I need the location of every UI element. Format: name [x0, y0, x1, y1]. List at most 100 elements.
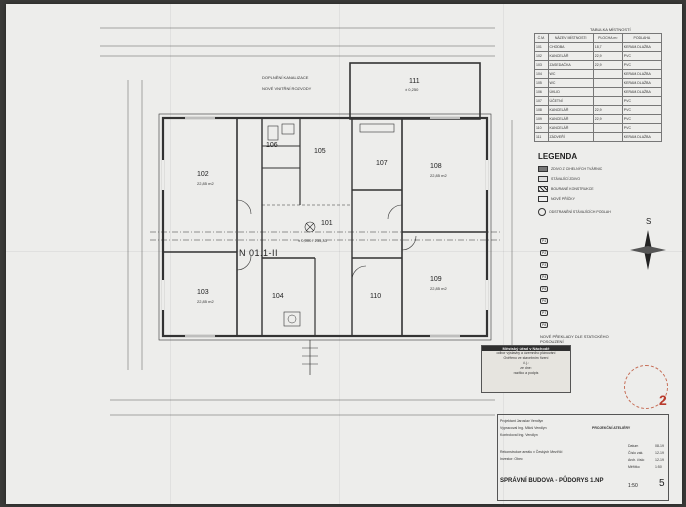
tb-field-value: 1:50 — [655, 465, 662, 469]
table-cell: ÚČETNÍ — [547, 96, 594, 106]
table-cell: PVC — [621, 60, 663, 70]
lintel-row: P6 — [540, 298, 549, 304]
fold-line — [6, 251, 682, 252]
cross-circle-icon — [538, 208, 546, 216]
table-cell: KERAM.DLAŽBA — [621, 132, 663, 142]
table-cell: 104 — [534, 69, 549, 79]
lintel-row: P4 — [540, 274, 549, 280]
drawing-scale: 1:50 — [628, 483, 638, 489]
room-number: 108 — [430, 163, 442, 170]
stamp-line: odbor výstavby a územního plánování — [496, 351, 556, 355]
room-area: 22,85 m2 — [197, 299, 214, 304]
title-block — [497, 414, 669, 501]
red-number: 2 — [659, 392, 667, 408]
tb-firm: PROJEKČNÍ ATELIÉRY — [592, 426, 631, 430]
legend-label: ODSTRANĚNÍ STÁVAJÍCÍCH PODLAH — [549, 210, 611, 214]
table-cell: 111 — [534, 132, 549, 142]
table-cell: PVC — [621, 123, 663, 133]
table-cell: KERAM.DLAŽBA — [621, 42, 663, 52]
lintel-row: P5 — [540, 286, 549, 292]
table-cell: WC — [547, 78, 594, 88]
tb-field-value: 08-19 — [655, 444, 664, 448]
table-cell: KERAM.DLAŽBA — [621, 69, 663, 79]
legend-item: BOURANÉ KONSTRUKCE — [538, 186, 594, 192]
table-cell: KANCELÁŘ — [547, 105, 594, 115]
room-area: ± 0,000 / 235,33 — [298, 238, 327, 243]
table-cell: 103 — [534, 60, 549, 70]
room-number: 101 — [321, 220, 333, 227]
table-cell: 108 — [534, 105, 549, 115]
room-number: 111 — [409, 78, 420, 85]
table-cell: WC — [547, 69, 594, 79]
room-area: 22,85 m2 — [197, 181, 214, 186]
table-cell: 102 — [534, 51, 549, 61]
table-cell: KANCELÁŘ — [547, 51, 594, 61]
legend-label: ZDIVO Z CIHELNÝCH TVÁRNIC — [551, 167, 603, 171]
table-cell — [592, 123, 623, 133]
table-cell: 22,9 — [592, 114, 623, 124]
fold-line — [170, 4, 171, 504]
table-cell: PVC — [621, 114, 663, 124]
stamp-line: razítko a podpis — [513, 371, 539, 375]
room-number: 106 — [266, 142, 278, 149]
table-cell: 109 — [534, 114, 549, 124]
tb-field-label: Měřítko — [628, 465, 640, 469]
tb-field-label: Číslo zak. — [628, 451, 644, 455]
swatch-icon — [538, 186, 548, 192]
lintel-tag: P3 — [540, 262, 549, 268]
table-cell: KANCELÁŘ — [547, 123, 594, 133]
table-cell: 22,9 — [592, 105, 623, 115]
legend-label: NOVÉ PŘÍČKY — [551, 197, 575, 201]
table-cell — [592, 87, 623, 97]
lintel-row: P1 — [540, 238, 549, 244]
drawing-title: SPRÁVNÍ BUDOVA - PŮDORYS 1.NP — [500, 478, 604, 484]
table-header: PLOCHA m² — [592, 33, 623, 43]
room-area: 22,85 m2 — [430, 173, 447, 178]
lintel-tag: P4 — [540, 274, 549, 280]
table-cell — [592, 78, 623, 88]
table-cell: PVC — [621, 96, 663, 106]
legend-item: NOVÉ PŘÍČKY — [538, 196, 575, 202]
table-cell: ZASEDAČKA — [547, 60, 594, 70]
stamp-line: č.j.: — [523, 361, 529, 365]
fold-line — [339, 4, 340, 504]
room-number: 104 — [272, 293, 284, 300]
swatch-icon — [538, 196, 548, 202]
table-header: Č.M. — [534, 33, 549, 43]
swatch-icon — [538, 166, 548, 172]
legend-item: ZDIVO Z CIHELNÝCH TVÁRNIC — [538, 166, 602, 172]
table-header: PODLAHA — [621, 33, 663, 43]
plan-note: NOVÉ VNITŘNÍ ROZVODY — [262, 86, 312, 91]
stamp-header: Městský úřad v Náchodě — [482, 346, 570, 351]
table-cell: ZÁDVEŘÍ — [547, 132, 594, 142]
compass-icon — [630, 230, 666, 270]
table-cell: 22,9 — [592, 60, 623, 70]
lintel-row: P8 — [540, 322, 549, 328]
tb-investor: Investor: Obec — [500, 457, 523, 461]
table-cell: 22,9 — [592, 51, 623, 61]
room-number: 110 — [370, 293, 382, 300]
tb-field-value: 12-19 — [655, 451, 664, 455]
tb-row: Vypracoval Ing. Miloš Vendlyn — [500, 426, 547, 430]
tb-field-value: 12-19 — [655, 458, 664, 462]
table-cell: KERAM.DLAŽBA — [621, 87, 663, 97]
lintel-tag: P6 — [540, 298, 549, 304]
tb-field-label: Datum — [628, 444, 639, 448]
plan-title: N 01.1-II — [239, 248, 279, 258]
tb-field-label: Arch. číslo — [628, 458, 645, 462]
table-cell: 101 — [534, 42, 549, 52]
lintel-tag: P2 — [540, 250, 549, 256]
office-seal — [624, 365, 668, 409]
lintel-row: P2 — [540, 250, 549, 256]
room-number: 107 — [376, 160, 388, 167]
table-cell: PVC — [621, 105, 663, 115]
